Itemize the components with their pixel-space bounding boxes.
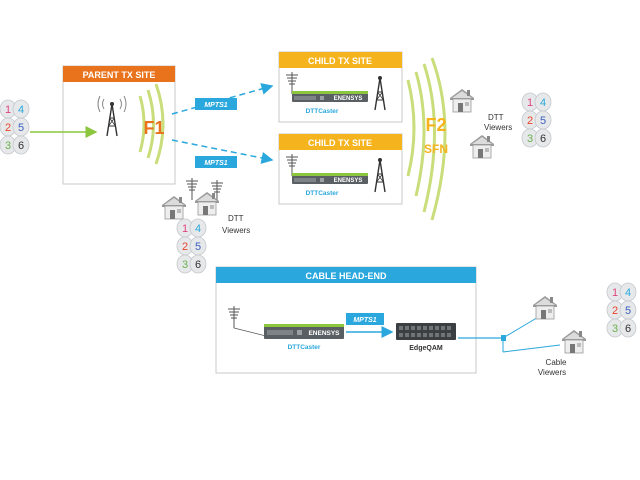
- channel-number: 2: [182, 241, 188, 253]
- sfn-waves-icon: [406, 57, 447, 221]
- channel-number: 5: [540, 115, 546, 127]
- cable-dttcaster-device: ENENSYS: [264, 324, 344, 339]
- child-1-dttcaster-device: [292, 91, 368, 102]
- house-icon: [449, 88, 475, 113]
- edgeqam-label: EdgeQAM: [409, 345, 443, 352]
- child-2-dttcaster-device: [292, 173, 368, 184]
- channel-number: 5: [18, 122, 24, 134]
- cable-device-brand: ENENSYS: [308, 330, 340, 337]
- mpts-tag-2: [195, 156, 237, 168]
- parent-waves-icon: [138, 83, 165, 165]
- cable-mpts-tag-label: MPTS1: [353, 317, 376, 324]
- channel-bubble: [534, 128, 552, 148]
- child-site-2-header: [279, 134, 402, 150]
- cable-device-label: DTTCaster: [288, 344, 321, 351]
- parent-site-title: PARENT TX SITE: [83, 70, 156, 80]
- channel-number: 1: [5, 104, 11, 116]
- f2-label: F2: [425, 115, 446, 135]
- channel-number: 2: [612, 305, 618, 317]
- channel-number: 5: [195, 241, 201, 253]
- cable-headend-title: CABLE HEAD-END: [306, 271, 388, 281]
- cable-line: [458, 315, 561, 353]
- channel-number: 1: [527, 97, 533, 109]
- channel-number: 4: [540, 97, 546, 109]
- house-icon: [469, 134, 495, 159]
- channel-number: 4: [18, 104, 24, 116]
- dtt-viewers-right-label-1: DTT: [488, 113, 504, 122]
- channel-number: 1: [182, 223, 188, 235]
- cable-viewers-label-2: Viewers: [538, 368, 566, 377]
- house-icon: [161, 195, 187, 220]
- channel-number: 3: [527, 133, 533, 145]
- cable-viewers: Cable Viewers: [532, 295, 587, 377]
- channel-number: 6: [18, 140, 24, 152]
- channel-number: 4: [195, 223, 201, 235]
- sfn-label: SFN: [424, 142, 448, 156]
- channel-number: 2: [5, 122, 11, 134]
- child-2-device-label: DTTCaster: [306, 190, 339, 197]
- child-site-1-title: CHILD TX SITE: [308, 56, 372, 66]
- channel-number: 3: [5, 140, 11, 152]
- house-icon: [194, 191, 220, 216]
- cable-headend: CABLE HEAD-END ENENSYS DTTCaster MPTS1: [215, 266, 477, 374]
- parent-tx-site: PARENT TX SITE F1: [62, 65, 176, 185]
- dtt-viewers-left-label-1: DTT: [228, 214, 244, 223]
- dtt-viewers-right-label-2: Viewers: [484, 123, 512, 132]
- channel-bubble: [619, 318, 637, 338]
- house-icon: [532, 295, 558, 320]
- cable-viewers-label-1: Cable: [546, 358, 567, 367]
- channel-bubble: [189, 254, 207, 274]
- dtt-viewers-right: DTT Viewers: [449, 88, 512, 159]
- child-1-device-label: DTTCaster: [306, 108, 339, 115]
- child-site-1-header: [279, 52, 402, 68]
- channel-number: 6: [540, 133, 546, 145]
- mpts-tag-1: [195, 98, 237, 110]
- channel-number: 5: [625, 305, 631, 317]
- house-icon: [561, 329, 587, 354]
- channel-number: 3: [612, 323, 618, 335]
- cable-headend-header: [216, 267, 476, 283]
- channel-number: 6: [625, 323, 631, 335]
- parent-site-header: [63, 66, 175, 82]
- channel-number: 2: [527, 115, 533, 127]
- parent-transmitter-icon: [97, 95, 127, 137]
- channel-number: 4: [625, 287, 631, 299]
- mpts-tag-2-label: MPTS1: [204, 160, 227, 167]
- dtt-viewers-left: DTT Viewers: [161, 177, 250, 235]
- channel-number: 3: [182, 259, 188, 271]
- edgeqam-device: [396, 323, 456, 340]
- child-tx-site-2: CHILD TX SITE DTTCaster: [278, 133, 403, 205]
- child-tx-site-1: CHILD TX SITE DTTCaster: [278, 51, 403, 123]
- antenna-icon: [185, 177, 199, 201]
- channel-number: 1: [612, 287, 618, 299]
- child-site-2-title: CHILD TX SITE: [308, 138, 372, 148]
- channel-bubble: [12, 135, 30, 155]
- cable-mpts-tag: [346, 313, 384, 325]
- link-to-child-2: [171, 139, 274, 164]
- f1-label: F1: [143, 118, 164, 138]
- channel-number: 6: [195, 259, 201, 271]
- mpts-tag-1-label: MPTS1: [204, 102, 227, 109]
- dtt-viewers-left-label-2: Viewers: [222, 226, 250, 235]
